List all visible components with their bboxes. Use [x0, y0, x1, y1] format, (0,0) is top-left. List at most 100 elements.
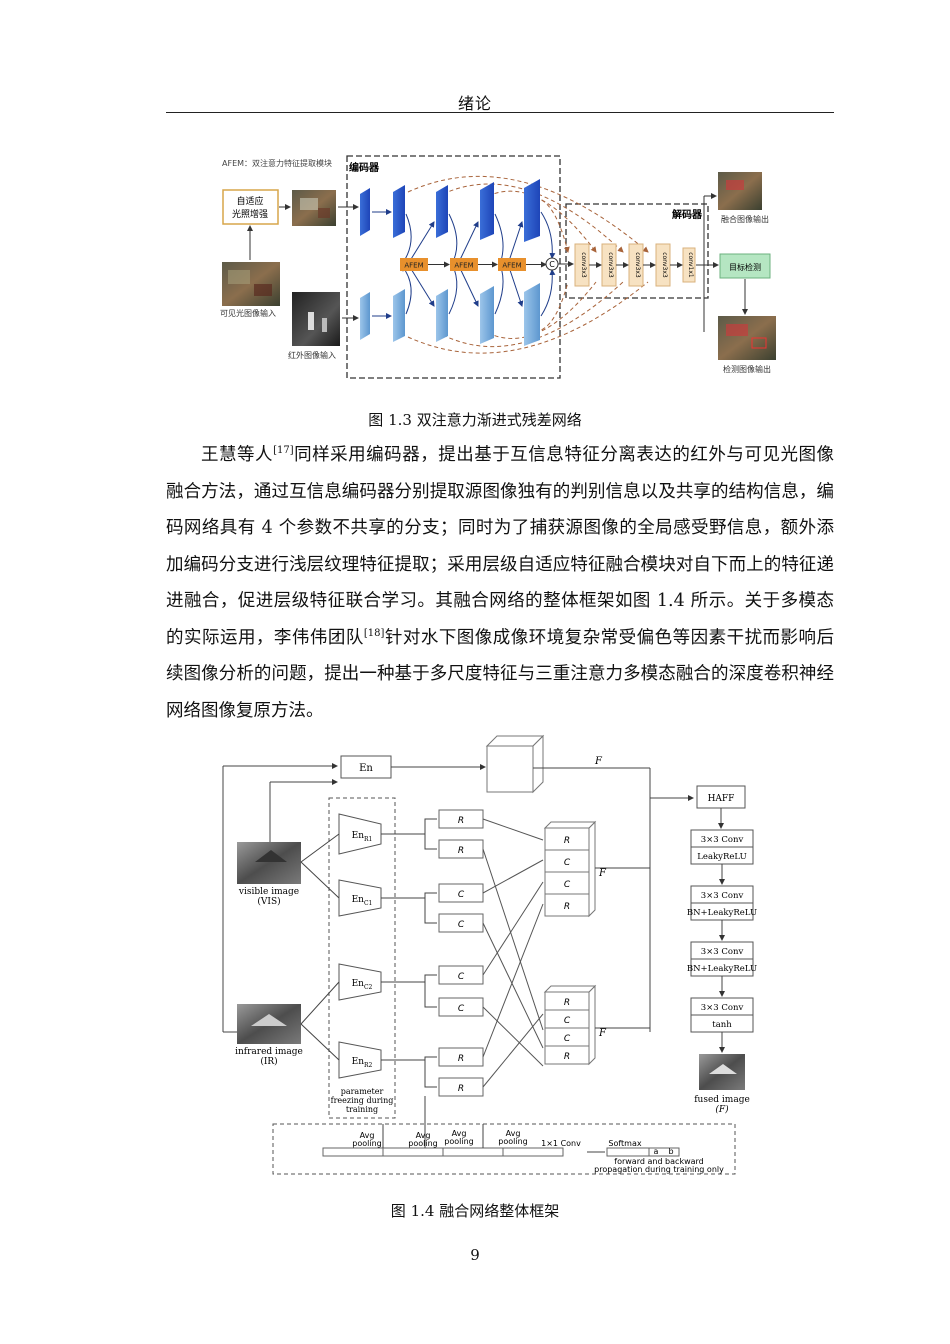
svg-text:3×3 Conv: 3×3 Conv — [701, 891, 744, 901]
concat-symbol: C — [549, 260, 555, 269]
detection-output-label: 检测图像输出 — [723, 364, 771, 374]
stack-c1-vis: C — [564, 858, 571, 868]
freeze-label-2: freezing during — [331, 1096, 394, 1105]
decoder-conv-label-3: conv3x3 — [634, 252, 641, 278]
visible-label-1: visible image — [238, 887, 299, 897]
softmax-label: Softmax — [608, 1139, 641, 1148]
cross-connections — [482, 818, 544, 1088]
visible-input-label: 可见光图像输入 — [220, 308, 276, 318]
r2-ir: R — [458, 1084, 464, 1094]
vis-encoder-blocks — [360, 179, 540, 242]
enc-r2: EnR2 — [352, 1057, 373, 1069]
figure-1-4-caption: 图 1.4 融合网络整体框架 — [390, 1202, 560, 1220]
infrared-label-2: (IR) — [260, 1056, 277, 1067]
stack-r1-vis: R — [564, 836, 570, 846]
r1-ir: R — [458, 1054, 464, 1064]
fused-label-1: fused image — [694, 1095, 750, 1105]
c1-ir: C — [458, 972, 465, 982]
enhance-line-2: 光照增强 — [232, 208, 268, 220]
stack-c2-ir: C — [564, 1034, 571, 1044]
en-label: En — [359, 763, 373, 774]
detection-label: 目标检测 — [729, 262, 761, 272]
infrared-label-1: infrared image — [235, 1047, 303, 1057]
encoder-region — [346, 155, 561, 379]
pool-2-a: Avg — [416, 1131, 431, 1140]
encoder-label: 编码器 — [349, 161, 380, 174]
svg-text:3×3 Conv: 3×3 Conv — [701, 835, 744, 845]
afem-legend: AFEM：双注意力特征提取模块 — [222, 158, 332, 168]
decoder-conv-label-5: conv1x1 — [687, 252, 694, 278]
decoder-conv-label-1: conv3x3 — [580, 252, 587, 278]
adaptive-enhance-box — [222, 189, 279, 225]
infrared-input-label: 红外图像输入 — [288, 350, 336, 360]
afem-modules: AFEM AFEM AFEM — [400, 258, 547, 271]
stack-r1-ir: R — [564, 902, 570, 912]
c2-ir: C — [458, 1004, 465, 1014]
afem-1: AFEM — [404, 262, 423, 270]
encoders — [338, 813, 382, 1079]
body-paragraph: 王慧等人[17]同样采用编码器，提出基于互信息特征分离表达的红外与可见光图像融合… — [166, 437, 834, 729]
stack-r2-ir: R — [564, 1052, 570, 1062]
haff-label: HAFF — [708, 794, 735, 804]
decoder-label: 解码器 — [672, 208, 703, 221]
stack-c2-vis: C — [564, 1016, 571, 1026]
decoder-conv-label-2: conv3x3 — [607, 252, 614, 278]
enc-c2: EnC2 — [352, 979, 373, 991]
c1-vis: C — [458, 890, 465, 900]
fused-output-image — [718, 172, 762, 210]
conv-block-1: 3×3 Conv LeakyReLU — [690, 829, 754, 865]
detection-box — [719, 253, 771, 279]
decoder-conv-label-4: conv3x3 — [661, 252, 668, 278]
enhanced-visible-image — [292, 190, 336, 226]
fused-label-2: (F) — [715, 1104, 729, 1115]
pool-3-b: pooling — [444, 1137, 473, 1146]
detection-output-image — [718, 316, 776, 360]
training-note-2: propagation during training only — [594, 1165, 724, 1174]
header-rule — [166, 112, 834, 113]
f1-label-top: F — [594, 756, 603, 767]
paragraph-part-1: 王慧等人 — [201, 445, 274, 465]
label-b: b — [668, 1147, 673, 1156]
running-header: 绪论 — [457, 94, 492, 113]
fusion-output-label: 融合图像输出 — [721, 214, 769, 224]
figure-1-4-fusion-framework: En F visible image (VIS) infrared image … — [222, 734, 757, 1175]
stack-r2-vis: R — [564, 998, 570, 1008]
citation-17: [17] — [273, 445, 294, 456]
svg-text:LeakyReLU: LeakyReLU — [697, 852, 746, 862]
visible-label-2: (VIS) — [257, 896, 280, 907]
enc-c1: EnC1 — [352, 895, 373, 907]
pool-1-a: Avg — [360, 1131, 375, 1140]
svg-text:3×3 Conv: 3×3 Conv — [701, 1003, 744, 1013]
stack-c1-ir: C — [564, 880, 571, 890]
feature-cube-f1 — [485, 734, 545, 794]
pool-3-a: Avg — [452, 1129, 467, 1138]
training-only-region — [272, 1123, 736, 1175]
enhance-line-1: 自适应 — [236, 195, 263, 207]
svg-text:BN+LeakyReLU: BN+LeakyReLU — [687, 964, 757, 974]
pool-4-a: Avg — [506, 1129, 521, 1138]
freeze-label-3: training — [346, 1105, 378, 1114]
encoder-to-feature-lines — [381, 818, 437, 1088]
r2-vis: R — [458, 846, 464, 856]
f1-double-prime-label: F — [598, 1028, 607, 1039]
stack-f1-double-prime — [543, 984, 597, 1066]
stack-f1-prime — [543, 820, 597, 918]
conv1x1-label: 1×1 Conv — [541, 1139, 581, 1148]
decoder-blocks — [574, 243, 696, 287]
conv-block-4: 3×3 Conv tanh — [690, 997, 754, 1033]
pool-4-b: pooling — [498, 1137, 527, 1146]
svg-text:tanh: tanh — [712, 1020, 732, 1030]
figure-1-3-caption: 图 1.3 双注意力渐进式残差网络 — [368, 411, 582, 429]
citation-18: [18] — [363, 627, 385, 639]
svg-text:BN+LeakyReLU: BN+LeakyReLU — [687, 908, 757, 918]
pool-2-b: pooling — [408, 1139, 437, 1148]
r1-vis: R — [458, 816, 464, 826]
visible-input-image — [222, 262, 280, 306]
f1-prime-label: F — [598, 868, 607, 879]
svg-text:3×3 Conv: 3×3 Conv — [701, 947, 744, 957]
infrared-input-image — [292, 292, 340, 346]
paragraph-part-3: 针对水下图像成像环境复杂常受偏色等因素干扰而影响后续图像分析的问题，提出一种基于… — [166, 627, 835, 721]
afem-3: AFEM — [502, 262, 521, 270]
infrared-image — [237, 1004, 301, 1044]
paragraph-part-2: 同样采用编码器，提出基于互信息特征分离表达的红外与可见光图像融合方法，通过互信息… — [166, 445, 835, 648]
